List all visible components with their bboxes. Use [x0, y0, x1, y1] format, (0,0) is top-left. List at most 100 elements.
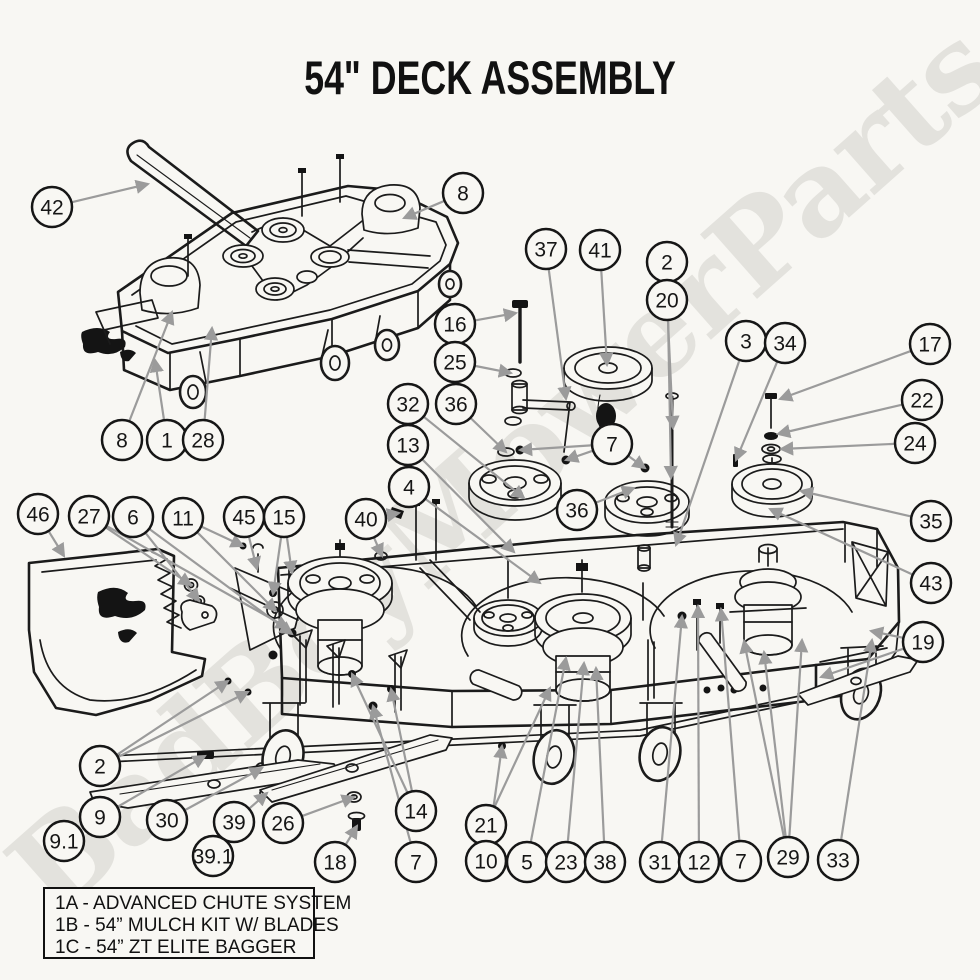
callout-9.1[interactable]: 9.1	[42, 819, 86, 863]
svg-text:13: 13	[396, 434, 419, 457]
callout-14[interactable]: 14	[394, 789, 438, 833]
spindle-assembly-right	[729, 543, 807, 656]
leader-lines	[48, 179, 913, 845]
callout-21[interactable]: 21	[464, 803, 508, 847]
lift-links	[419, 559, 747, 701]
svg-text:32: 32	[396, 393, 419, 416]
callout-10[interactable]: 10	[464, 839, 508, 883]
leader-line	[197, 532, 278, 613]
leader-line	[778, 441, 895, 456]
callout-28[interactable]: 28	[181, 418, 225, 462]
callout-22[interactable]: 22	[900, 378, 944, 422]
callout-26[interactable]: 26	[261, 801, 305, 845]
callout-38[interactable]: 38	[583, 840, 627, 884]
leader-line	[184, 766, 264, 811]
svg-text:3: 3	[740, 330, 752, 353]
svg-text:11: 11	[172, 507, 194, 530]
callout-7[interactable]: 7	[590, 422, 634, 466]
callout-27[interactable]: 27	[67, 494, 111, 538]
callout-20[interactable]: 20	[645, 278, 689, 322]
callout-39[interactable]: 39	[212, 800, 256, 844]
leader-line	[201, 525, 245, 548]
leader-line	[596, 485, 637, 504]
leader-line	[118, 691, 250, 758]
callout-29[interactable]: 29	[766, 835, 810, 879]
svg-text:46: 46	[26, 503, 49, 526]
leader-line	[660, 613, 689, 842]
callout-35[interactable]: 35	[909, 499, 953, 543]
leader-line	[116, 679, 230, 756]
svg-text:36: 36	[565, 499, 588, 522]
svg-text:27: 27	[77, 505, 100, 528]
callout-4[interactable]: 4	[387, 465, 431, 509]
callout-2[interactable]: 2	[645, 240, 689, 284]
svg-text:42: 42	[40, 196, 63, 219]
callout-43[interactable]: 43	[909, 561, 953, 605]
callout-25[interactable]: 25	[433, 340, 477, 384]
callout-33[interactable]: 33	[816, 838, 860, 882]
svg-text:19: 19	[911, 631, 934, 654]
callout-2[interactable]: 2	[78, 744, 122, 788]
callout-8[interactable]: 8	[441, 171, 485, 215]
callout-12[interactable]: 12	[677, 840, 721, 884]
callout-40[interactable]: 40	[344, 497, 388, 541]
callout-39.1[interactable]: 39.1	[191, 834, 235, 878]
leader-line	[690, 603, 706, 842]
callout-6[interactable]: 6	[111, 495, 155, 539]
callout-11[interactable]: 11	[161, 496, 205, 540]
svg-text:6: 6	[127, 506, 139, 529]
callout-13[interactable]: 13	[386, 423, 430, 467]
callout-16[interactable]: 16	[433, 302, 477, 346]
assembled-deck-view	[81, 139, 463, 410]
callout-34[interactable]: 34	[763, 321, 807, 365]
svg-text:41: 41	[588, 239, 611, 262]
svg-text:30: 30	[155, 809, 178, 832]
svg-text:17: 17	[918, 333, 941, 356]
callout-31[interactable]: 31	[638, 840, 682, 884]
leader-line	[283, 537, 298, 576]
leader-line	[714, 606, 741, 841]
callout-36[interactable]: 36	[434, 382, 478, 426]
callout-7[interactable]: 7	[719, 839, 763, 883]
callout-32[interactable]: 32	[386, 382, 430, 426]
callout-8[interactable]: 8	[100, 418, 144, 462]
callout-7[interactable]: 7	[394, 840, 438, 884]
leader-line	[425, 498, 542, 585]
svg-text:5: 5	[521, 851, 533, 874]
callout-15[interactable]: 15	[262, 495, 306, 539]
callout-19[interactable]: 19	[901, 620, 945, 664]
svg-text:26: 26	[271, 812, 294, 835]
leader-line	[563, 449, 593, 463]
callout-36[interactable]: 36	[555, 488, 599, 532]
callout-1[interactable]: 1	[145, 418, 189, 462]
svg-text:22: 22	[910, 389, 933, 412]
svg-text:20: 20	[655, 289, 678, 312]
callout-24[interactable]: 24	[893, 421, 937, 465]
svg-text:29: 29	[776, 846, 799, 869]
callout-5[interactable]: 5	[505, 840, 549, 884]
svg-text:43: 43	[919, 572, 942, 595]
deck-pulleys	[222, 217, 350, 301]
callout-46[interactable]: 46	[16, 492, 60, 536]
callout-17[interactable]: 17	[908, 322, 952, 366]
callout-3[interactable]: 3	[724, 319, 768, 363]
legend-item: 1A - ADVANCED CHUTE SYSTEM	[55, 893, 352, 914]
svg-text:15: 15	[272, 506, 295, 529]
leader-line	[344, 824, 359, 845]
svg-text:34: 34	[773, 332, 797, 355]
callout-42[interactable]: 42	[30, 185, 74, 229]
svg-text:38: 38	[593, 851, 616, 874]
callout-18[interactable]: 18	[313, 840, 357, 884]
leader-line	[493, 686, 552, 807]
callout-23[interactable]: 23	[544, 840, 588, 884]
leader-line	[423, 416, 526, 500]
callout-9[interactable]: 9	[78, 795, 122, 839]
pulley-center-upper	[604, 480, 690, 537]
callout-37[interactable]: 37	[524, 227, 568, 271]
pulley-right-upper	[731, 454, 813, 518]
callout-45[interactable]: 45	[222, 495, 266, 539]
callout-41[interactable]: 41	[578, 228, 622, 272]
callout-30[interactable]: 30	[145, 798, 189, 842]
leader-line	[475, 308, 519, 323]
